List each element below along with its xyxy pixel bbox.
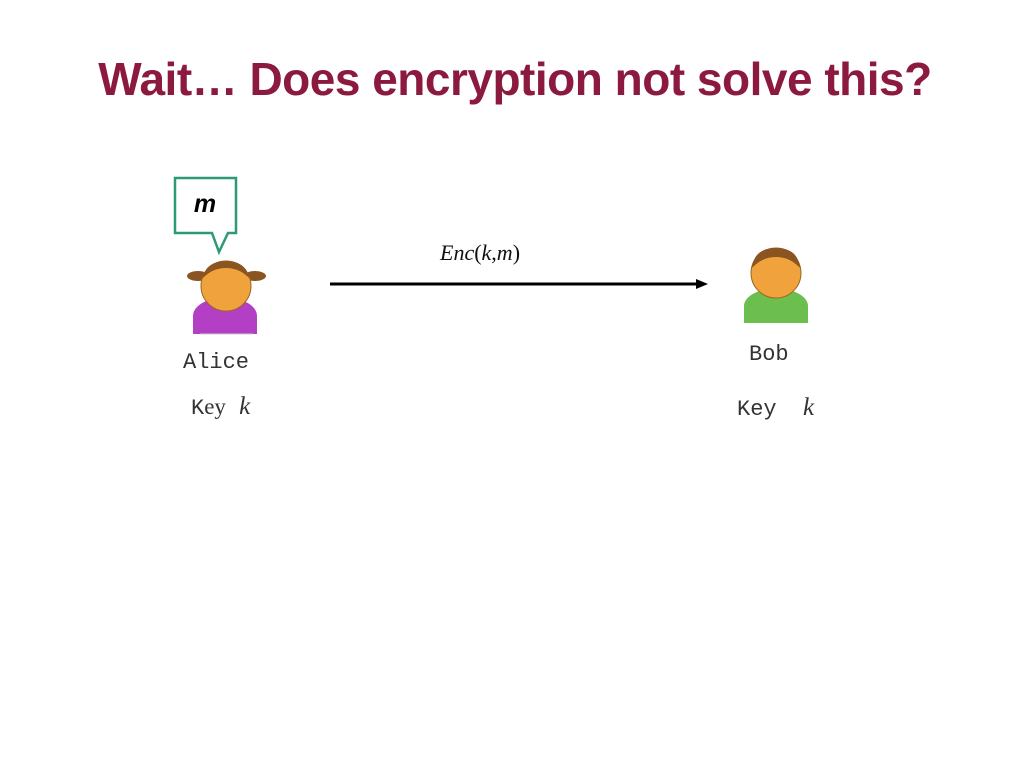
bob-key-text: Key xyxy=(737,397,777,422)
alice-avatar-icon xyxy=(187,260,266,335)
bob-key-label: Key k xyxy=(737,394,814,422)
alice-key-prefix-serif: ey xyxy=(204,394,226,419)
enc-arg-key: k xyxy=(481,240,492,265)
bob-name-label: Bob xyxy=(749,342,789,367)
enc-arg-message: m xyxy=(496,240,513,265)
enc-function: Enc xyxy=(440,240,475,265)
enc-close-paren: ) xyxy=(512,240,521,265)
alice-key-label: Key k xyxy=(191,393,250,421)
encryption-label: Enc(k,m) xyxy=(440,240,520,266)
alice-key-prefix-mono: K xyxy=(191,396,205,421)
speech-bubble-icon xyxy=(173,176,238,256)
bob-key-var: k xyxy=(803,394,815,421)
bob-avatar-icon xyxy=(744,247,808,323)
enc-open-paren: ( xyxy=(474,240,482,265)
alice-key-var: k xyxy=(239,393,251,420)
alice-name-label: Alice xyxy=(183,350,250,375)
message-label: m xyxy=(193,190,217,218)
slide-title: Wait… Does encryption not solve this? xyxy=(98,53,932,105)
enc-separator: , xyxy=(491,240,497,265)
arrow-right-icon xyxy=(330,279,708,289)
